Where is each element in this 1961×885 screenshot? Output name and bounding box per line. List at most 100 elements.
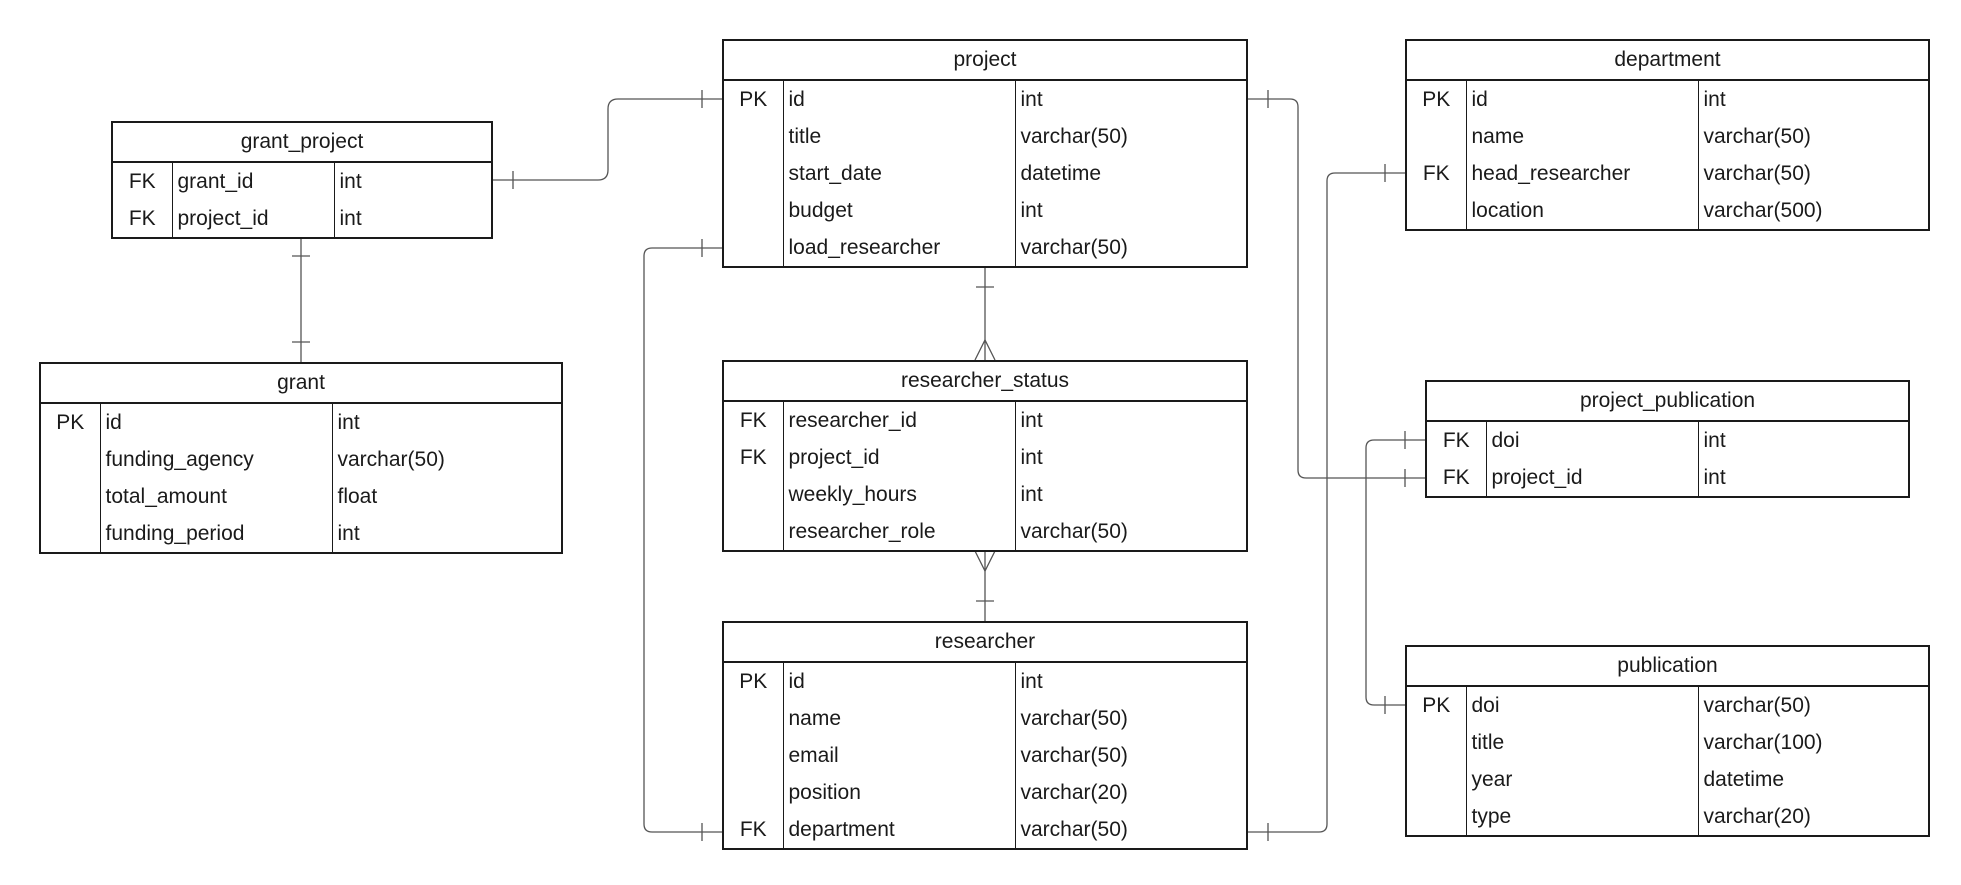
- key-marker: PK: [41, 404, 101, 441]
- key-marker: [724, 476, 784, 513]
- key-marker: [724, 229, 784, 266]
- key-marker: PK: [1407, 81, 1467, 118]
- field-name: id: [783, 81, 1016, 118]
- field-name: project_id: [172, 200, 335, 237]
- key-marker: [1407, 798, 1467, 835]
- field-name: project_id: [1486, 459, 1699, 496]
- field-name: funding_period: [100, 515, 333, 552]
- key-marker: [41, 515, 101, 552]
- field-name: title: [783, 118, 1016, 155]
- key-marker: [1407, 118, 1467, 155]
- field-type: int: [337, 410, 360, 434]
- field-name: department: [783, 811, 1016, 848]
- field-type: datetime: [1020, 161, 1102, 185]
- field-name: title: [1466, 724, 1699, 761]
- key-marker: FK: [724, 811, 784, 848]
- field-name: doi: [1466, 687, 1699, 724]
- field-type: int: [1020, 198, 1043, 222]
- field-type: varchar(500): [1703, 198, 1823, 222]
- key-marker: [724, 700, 784, 737]
- key-marker: FK: [113, 163, 173, 200]
- rel-grant-project-to-project: [493, 98, 722, 181]
- key-marker: [724, 737, 784, 774]
- field-type: int: [337, 521, 360, 545]
- field-type: int: [1703, 428, 1726, 452]
- field-type: int: [1703, 87, 1726, 111]
- key-marker: FK: [1427, 422, 1487, 459]
- many-marker: [974, 338, 996, 361]
- field-name: position: [783, 774, 1016, 811]
- field-name: budget: [783, 192, 1016, 229]
- field-name: project_id: [783, 439, 1016, 476]
- field-type: int: [1020, 669, 1043, 693]
- field-type: varchar(50): [1020, 519, 1128, 543]
- entity-title: department: [1407, 41, 1928, 81]
- entity-title: publication: [1407, 647, 1928, 687]
- field-type: int: [1020, 482, 1043, 506]
- field-name: grant_id: [172, 163, 335, 200]
- field-type: varchar(50): [1020, 817, 1128, 841]
- field-name: start_date: [783, 155, 1016, 192]
- field-type: int: [1020, 445, 1043, 469]
- key-marker: [1407, 192, 1467, 229]
- many-marker: [974, 550, 996, 573]
- key-marker: [724, 192, 784, 229]
- key-marker: FK: [1427, 459, 1487, 496]
- field-name: total_amount: [100, 478, 333, 515]
- field-type: varchar(20): [1020, 780, 1128, 804]
- entity-title: researcher_status: [724, 362, 1246, 402]
- key-marker: PK: [724, 663, 784, 700]
- field-type: varchar(50): [1703, 161, 1811, 185]
- field-name: doi: [1486, 422, 1699, 459]
- field-type: varchar(100): [1703, 730, 1823, 754]
- field-name: researcher_role: [783, 513, 1016, 550]
- field-type: varchar(50): [1020, 124, 1128, 148]
- entity-title: project_publication: [1427, 382, 1908, 422]
- field-type: varchar(50): [337, 447, 445, 471]
- field-name: id: [100, 404, 333, 441]
- field-type: int: [339, 169, 362, 193]
- entity-title: project: [724, 41, 1246, 81]
- field-type: float: [337, 484, 378, 508]
- entity-title: grant_project: [113, 123, 491, 163]
- field-type: varchar(50): [1020, 706, 1128, 730]
- entity-title: grant: [41, 364, 561, 404]
- key-marker: [724, 774, 784, 811]
- rel-researcher-to-department: [1248, 172, 1405, 833]
